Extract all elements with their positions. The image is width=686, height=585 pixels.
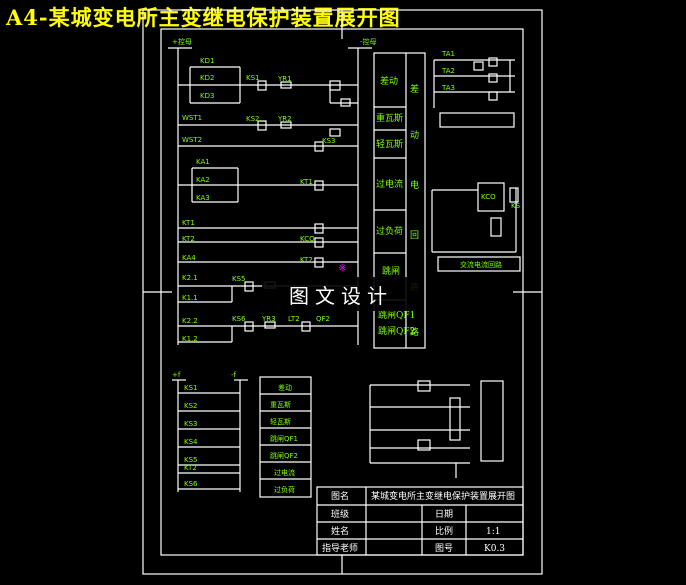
svg-text:过负荷: 过负荷: [274, 485, 295, 494]
svg-text:过电流: 过电流: [274, 468, 295, 477]
svg-text:某城变电所主变继电保护装置展开图: 某城变电所主变继电保护装置展开图: [371, 490, 515, 502]
svg-text:KT2: KT2: [300, 256, 313, 264]
label-k12: K1.2: [182, 335, 198, 343]
svg-text:KS1: KS1: [246, 74, 260, 82]
svg-text:KS3: KS3: [322, 137, 336, 145]
svg-text:跳闸QF1: 跳闸QF1: [270, 434, 298, 443]
label-kd1: KD1: [200, 57, 214, 65]
func-diff: 差动: [380, 75, 398, 87]
label-ka1: KA1: [196, 158, 210, 166]
svg-text:轻瓦斯: 轻瓦斯: [270, 417, 291, 426]
func-trip: 跳闸: [382, 265, 400, 277]
svg-text:KS4: KS4: [184, 438, 198, 446]
svg-text:跳闸QF2: 跳闸QF2: [270, 451, 298, 460]
svg-text:K0.3: K0.3: [484, 544, 505, 554]
svg-text:LT2: LT2: [288, 315, 300, 323]
label-ka2: KA2: [196, 176, 210, 184]
svg-text:电: 电: [410, 179, 419, 191]
svg-text:YR3: YR3: [261, 315, 276, 323]
svg-text:1:1: 1:1: [486, 527, 500, 537]
svg-text:KCO: KCO: [300, 235, 315, 243]
svg-text:图名: 图名: [331, 490, 349, 502]
svg-text:日期: 日期: [435, 509, 453, 520]
label-wst2: WST2: [182, 136, 202, 144]
svg-text:动: 动: [410, 130, 419, 141]
bus-minus-label: -控母: [360, 37, 377, 46]
svg-text:姓名: 姓名: [331, 525, 349, 537]
svg-text:路: 路: [410, 326, 419, 338]
svg-text:QF2: QF2: [316, 315, 330, 323]
func-overload: 过负荷: [376, 225, 403, 237]
svg-text:KS6: KS6: [184, 480, 198, 488]
func-trip-qf2: 跳闸QF2: [378, 325, 415, 337]
svg-text:KS5: KS5: [184, 456, 198, 464]
svg-text:TA1: TA1: [441, 50, 455, 58]
svg-text:KT1: KT1: [300, 178, 313, 186]
svg-text:YR2: YR2: [277, 115, 292, 123]
function-column: [373, 52, 426, 349]
svg-text:回: 回: [410, 230, 419, 241]
svg-text:班级: 班级: [331, 508, 349, 520]
sig-plus-label: +f: [172, 371, 181, 379]
label-k11: K1.1: [182, 294, 198, 302]
cursor-marker: ※: [338, 263, 346, 274]
svg-text:TA2: TA2: [441, 67, 455, 75]
label-ka4: KA4: [182, 254, 196, 262]
watermark: 图文设计: [262, 277, 420, 311]
svg-text:KS6: KS6: [232, 315, 246, 323]
func-light-gas: 轻瓦斯: [376, 138, 403, 150]
svg-text:KS3: KS3: [184, 420, 198, 428]
svg-text:KT2: KT2: [184, 464, 197, 472]
sig-minus-label: -f: [231, 371, 237, 379]
label-ka3: KA3: [196, 194, 210, 202]
label-kt1: KT1: [182, 219, 195, 227]
label-k22: K2.2: [182, 317, 198, 325]
label-kd2: KD2: [200, 74, 214, 82]
label-kd3: KD3: [200, 92, 214, 100]
svg-text:YR1: YR1: [277, 75, 292, 83]
title-block: [316, 486, 524, 556]
func-heavy-gas: 重瓦斯: [376, 112, 403, 124]
svg-text:重瓦斯: 重瓦斯: [270, 400, 291, 409]
func-overcurrent: 过电流: [376, 178, 403, 190]
svg-text:KS2: KS2: [246, 115, 260, 123]
signal-label-column: [259, 376, 312, 498]
label-k21: K2.1: [182, 274, 198, 282]
label-wst1: WST1: [182, 114, 202, 122]
svg-text:KS5: KS5: [232, 275, 246, 283]
svg-text:差动: 差动: [278, 383, 292, 392]
svg-text:KCO: KCO: [481, 193, 496, 201]
ac-circuit-label: 交流电流回路: [460, 260, 502, 269]
svg-text:KS1: KS1: [184, 384, 198, 392]
svg-text:KS: KS: [511, 202, 521, 210]
svg-text:比例: 比例: [435, 525, 453, 537]
bus-plus-label: +控母: [172, 37, 192, 46]
svg-text:KS2: KS2: [184, 402, 198, 410]
func-trip-qf1: 跳闸QF1: [378, 309, 415, 321]
drawing-title: A4-某城变电所主变继电保护装置展开图: [6, 5, 401, 30]
svg-text:差: 差: [410, 83, 419, 95]
svg-text:TA3: TA3: [441, 84, 455, 92]
label-kt2: KT2: [182, 235, 195, 243]
svg-text:图号: 图号: [435, 543, 453, 554]
svg-text:指导老师: 指导老师: [322, 542, 358, 554]
